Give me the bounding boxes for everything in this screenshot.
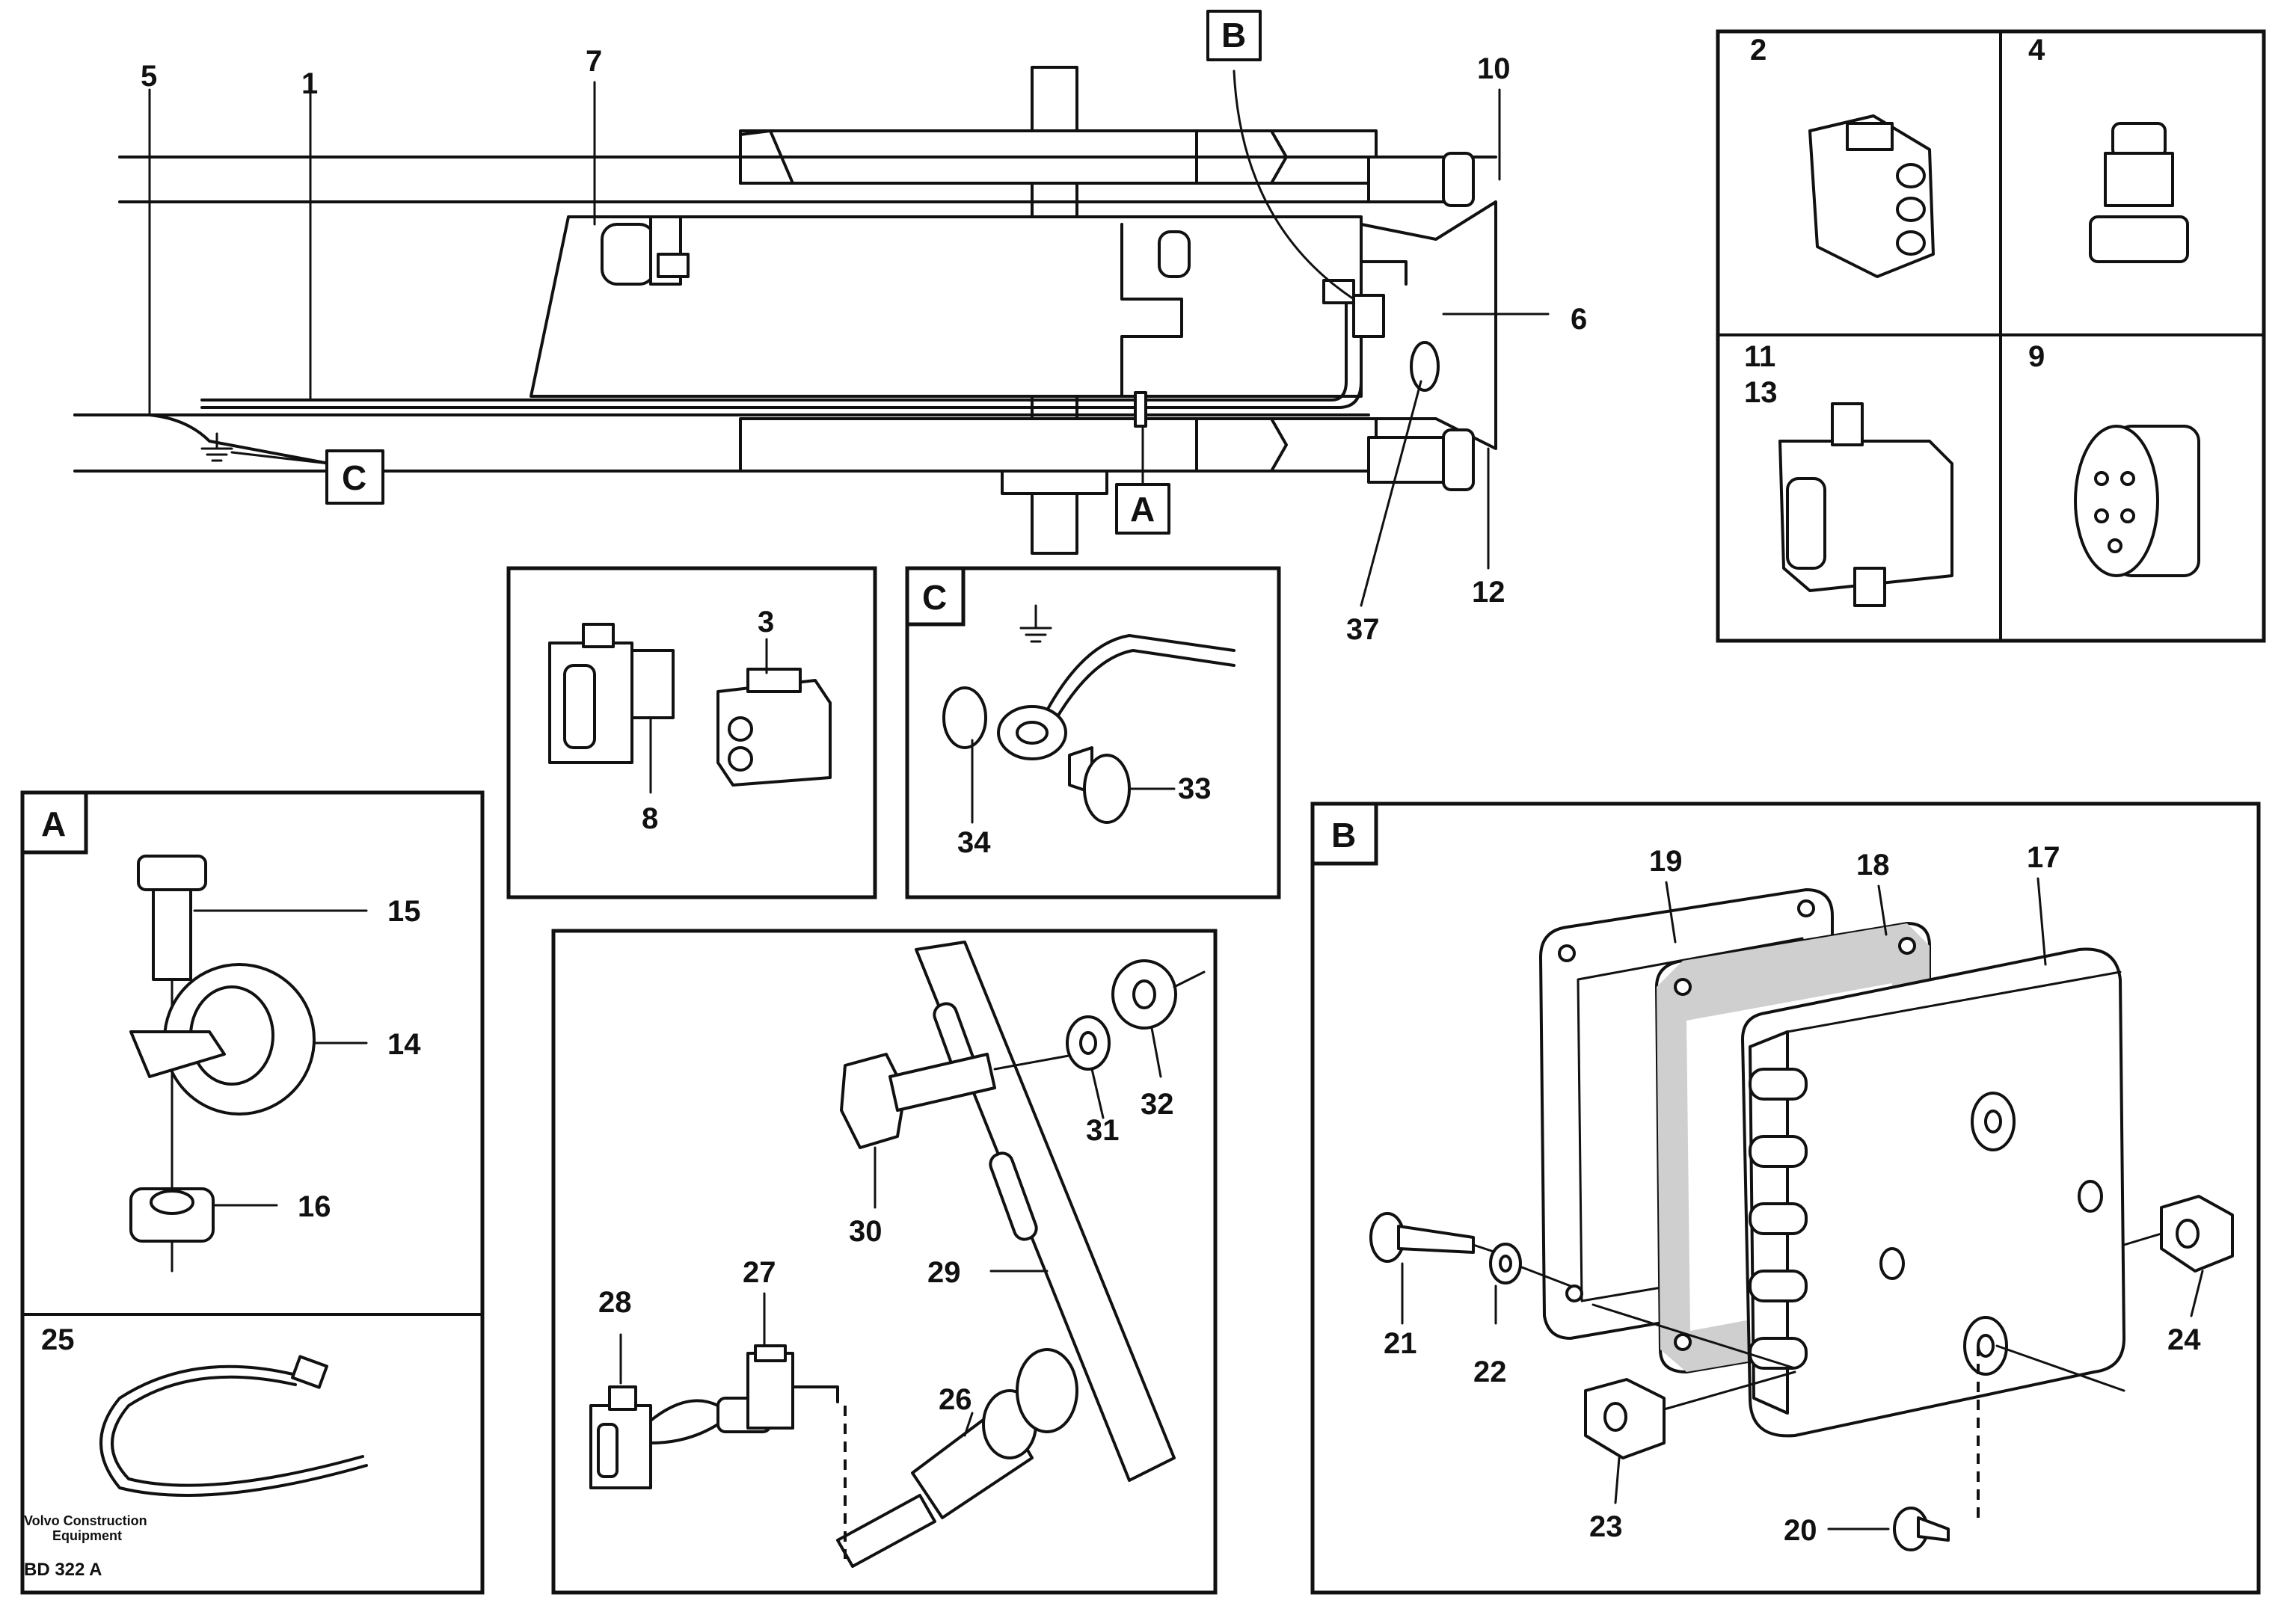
connector-2 [1808, 114, 1935, 278]
panel-a-title: A [41, 804, 66, 843]
part-34-label: 34 [957, 826, 991, 859]
part-27-label: 27 [743, 1256, 776, 1289]
part-12-label: 12 [1472, 576, 1505, 609]
callout-b: B [1221, 16, 1246, 55]
part-26-label: 26 [939, 1383, 972, 1416]
part-3-label: 3 [758, 606, 774, 639]
connector-8 [548, 623, 675, 764]
part-21-label: 21 [1384, 1327, 1417, 1360]
washer-22 [1489, 1243, 1522, 1284]
callout-c: C [342, 458, 366, 497]
part-16-label: 16 [298, 1190, 331, 1223]
part-29-label: 29 [927, 1256, 961, 1289]
part-37-label: 37 [1346, 613, 1380, 646]
connector-3 [716, 668, 832, 787]
panel-c: C 33 34 [905, 566, 1281, 899]
panel-sensor: 30 31 32 29 28 27 26 [551, 929, 1218, 1595]
part-11-label: 11 [1744, 340, 1775, 373]
main-view: 5 1 7 10 6 12 37 B A C [73, 10, 1587, 646]
part-8-label: 8 [642, 802, 658, 835]
part-5-label: 5 [141, 60, 157, 93]
connector-11-13 [1778, 402, 1953, 607]
cable-gland-4 [2089, 122, 2189, 263]
connector-27 [716, 1344, 839, 1433]
part-2-label: 2 [1750, 34, 1766, 67]
bolt-30 [840, 1053, 996, 1149]
part-15-label: 15 [387, 895, 421, 928]
part-4-label: 4 [2028, 34, 2045, 67]
part-9-label: 9 [2028, 340, 2045, 373]
cable-tie-25 [99, 1355, 368, 1497]
part-10-label: 10 [1477, 52, 1511, 85]
part-17-label: 17 [2027, 841, 2060, 874]
part-7-label: 7 [586, 45, 602, 78]
part-24-label: 24 [2167, 1323, 2201, 1356]
part-33-label: 33 [1178, 772, 1212, 805]
part-14-label: 14 [387, 1028, 421, 1061]
washer-31 [1066, 1015, 1111, 1071]
panel-b-title: B [1331, 816, 1356, 855]
part-22-label: 22 [1473, 1356, 1507, 1388]
box-17 [1741, 947, 2125, 1438]
manufacturer-line-1: Volvo Construction [24, 1513, 147, 1528]
part-32-label: 32 [1141, 1088, 1174, 1121]
part-31-label: 31 [1086, 1114, 1120, 1147]
nut-16 [129, 1187, 215, 1243]
connectors-panel: 2 4 11 13 9 [1716, 29, 2266, 643]
screw-21 [1369, 1212, 1475, 1263]
part-1-label: 1 [301, 67, 318, 100]
part-28-label: 28 [598, 1286, 632, 1319]
round-plug-9 [2074, 425, 2200, 577]
panel-25: 25 Volvo Construction Equipment BD 322 A [24, 1323, 368, 1580]
drawing-code: BD 322 A [24, 1560, 102, 1580]
part-19-label: 19 [1649, 845, 1683, 878]
part-13-label: 13 [1744, 376, 1778, 409]
screw-20 [1893, 1507, 1950, 1551]
nut-32 [1111, 959, 1177, 1030]
part-30-label: 30 [849, 1215, 883, 1248]
ground-symbol-c [1019, 604, 1052, 643]
connector-28 [589, 1385, 652, 1489]
clip-nut-23 [1584, 1378, 1666, 1459]
sensor-26 [836, 1348, 1078, 1568]
panel-c-title: C [922, 578, 947, 617]
panel-a: A 15 14 16 [20, 790, 485, 1595]
callout-a: A [1130, 490, 1155, 529]
clamp-14 [129, 963, 316, 1116]
clip-nut-24 [2160, 1195, 2234, 1273]
ground-symbol [200, 432, 233, 462]
bolt-15 [137, 855, 207, 981]
panel-8-3: 8 3 [506, 566, 877, 899]
panel-b: B [1310, 802, 2261, 1595]
part-18-label: 18 [1856, 849, 1890, 882]
part-23-label: 23 [1589, 1510, 1623, 1543]
part-25-label: 25 [41, 1323, 75, 1356]
part-6-label: 6 [1571, 303, 1587, 336]
part-20-label: 20 [1784, 1514, 1817, 1547]
manufacturer-line-2: Equipment [52, 1528, 122, 1543]
